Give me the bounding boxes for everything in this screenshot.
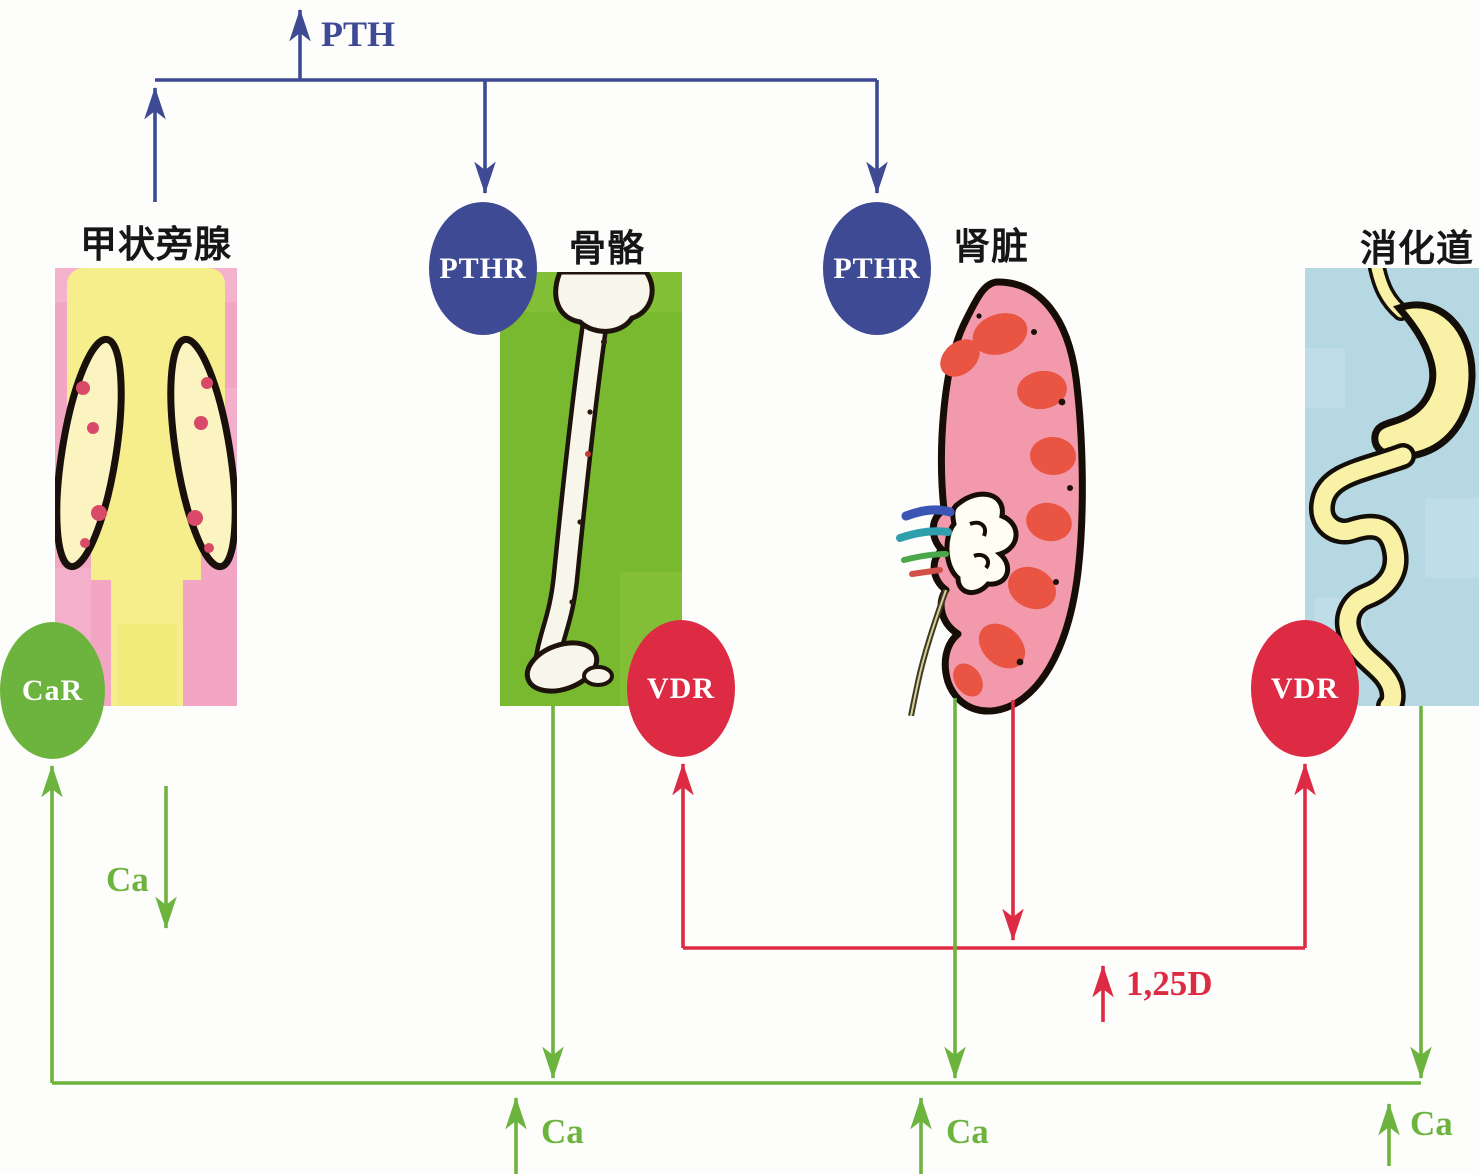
bone-label: 骨骼 <box>569 229 645 270</box>
vdr-gut-label: VDR <box>1271 671 1339 705</box>
kidney-sinus <box>944 491 1019 595</box>
calcitriol-label: 1,25D <box>1126 964 1213 1003</box>
intestine-shape <box>1308 443 1416 706</box>
vdr-bone-node: VDR <box>627 620 735 757</box>
thyroid-lobes <box>55 335 237 571</box>
kidney-dots <box>976 313 1073 666</box>
renal-vessels <box>896 505 955 577</box>
pth-pathway <box>144 8 888 202</box>
femur-shape <box>524 272 655 694</box>
vdr-bone-label: VDR <box>647 671 715 705</box>
calcium-bone-label: Ca <box>541 1112 584 1151</box>
parathyroid-image <box>55 268 237 706</box>
pthr-bone-label: PTHR <box>439 251 527 285</box>
kidney-label: 肾脏 <box>953 227 1029 268</box>
pth-label: PTH <box>321 14 396 54</box>
parathyroid-glands-dots <box>76 377 214 553</box>
car-node: CaR <box>0 622 105 759</box>
kidney-pyramids <box>940 313 1076 697</box>
vdr-gut-node: VDR <box>1251 620 1359 757</box>
pthr-bone-node: PTHR <box>429 202 537 335</box>
parathyroid-label: 甲状旁腺 <box>80 225 232 266</box>
kidney-image <box>896 278 1086 716</box>
calcium-pathway <box>41 698 1432 1174</box>
calcium-gut-label: Ca <box>1410 1104 1453 1143</box>
car-label: CaR <box>21 673 84 707</box>
calcium-left-label: Ca <box>106 860 149 899</box>
pthr-kidney-node: PTHR <box>823 202 931 335</box>
ureter <box>908 589 949 716</box>
calcium-kidney-label: Ca <box>946 1112 989 1151</box>
stomach-shape <box>1371 301 1476 461</box>
gut-label: 消化道 <box>1360 229 1474 270</box>
pthr-kidney-label: PTHR <box>833 251 921 285</box>
